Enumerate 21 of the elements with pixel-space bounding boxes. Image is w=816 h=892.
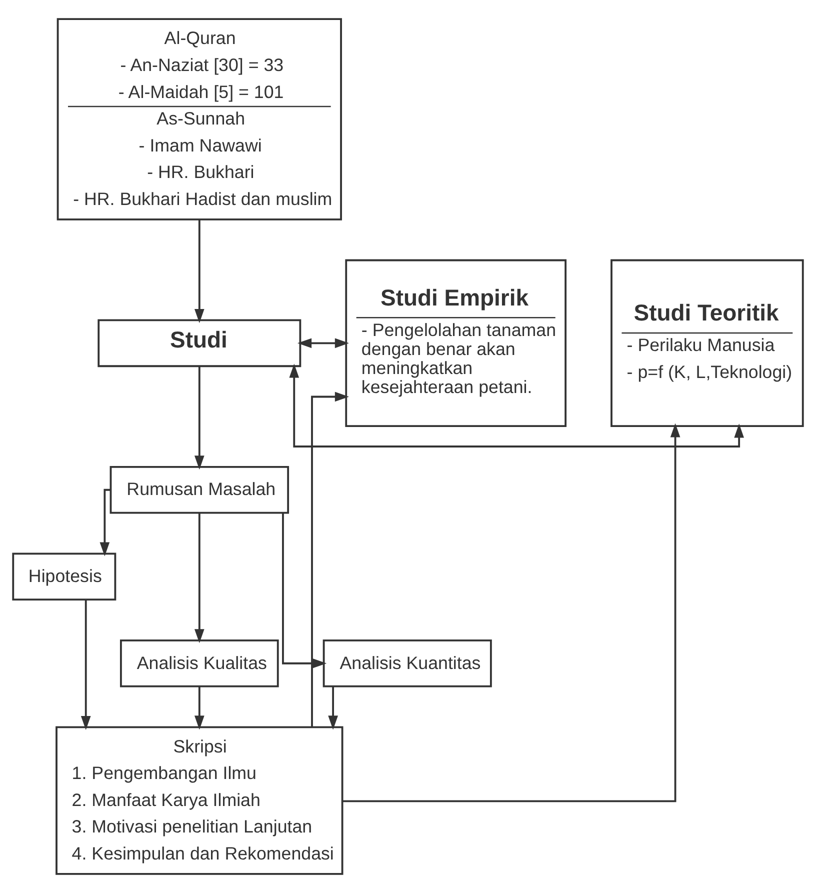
node-box: Analisis Kuantitas: [322, 638, 492, 687]
node-box: Studi Empirik - Pengelolahan tanaman dengan benar akan meningkatkan kesejahteraan petani.: [345, 258, 567, 427]
arrow: [311, 391, 349, 726]
arrow: [100, 488, 110, 556]
arrow: [194, 686, 204, 730]
node-box: Skripsi 1. Pengembangan Ilmu 2. Manfaat Karya Ilmiah 3. Motivasi penelitian Lanjutan 4. Kesimpulan dan Rekomendasi: [56, 726, 344, 874]
arrow: [194, 218, 204, 323]
node-box: Hipotesis: [12, 552, 116, 600]
node-box: Analisis Kualitas: [120, 638, 279, 687]
arrow: [282, 512, 327, 668]
arrow: [328, 686, 338, 730]
arrow: [342, 422, 680, 802]
arrow: [297, 338, 349, 348]
node-box: Studi: [98, 318, 302, 367]
arrow: [194, 512, 204, 643]
arrow: [194, 366, 204, 470]
arrow: [289, 363, 744, 447]
arrow: [80, 599, 91, 730]
node-box: Al-Quran - An-Naziat [30] = 33 - Al-Maidah [5] = 101 As-Sunnah - Imam Nawawi - HR. Bukhari - HR. Bukhari Hadist dan muslim: [56, 18, 342, 220]
node-box: Rumusan Masalah: [110, 465, 290, 514]
node-box: Studi Teoritik - Perilaku Manusia - p=f (K, L,Teknologi): [610, 258, 804, 427]
